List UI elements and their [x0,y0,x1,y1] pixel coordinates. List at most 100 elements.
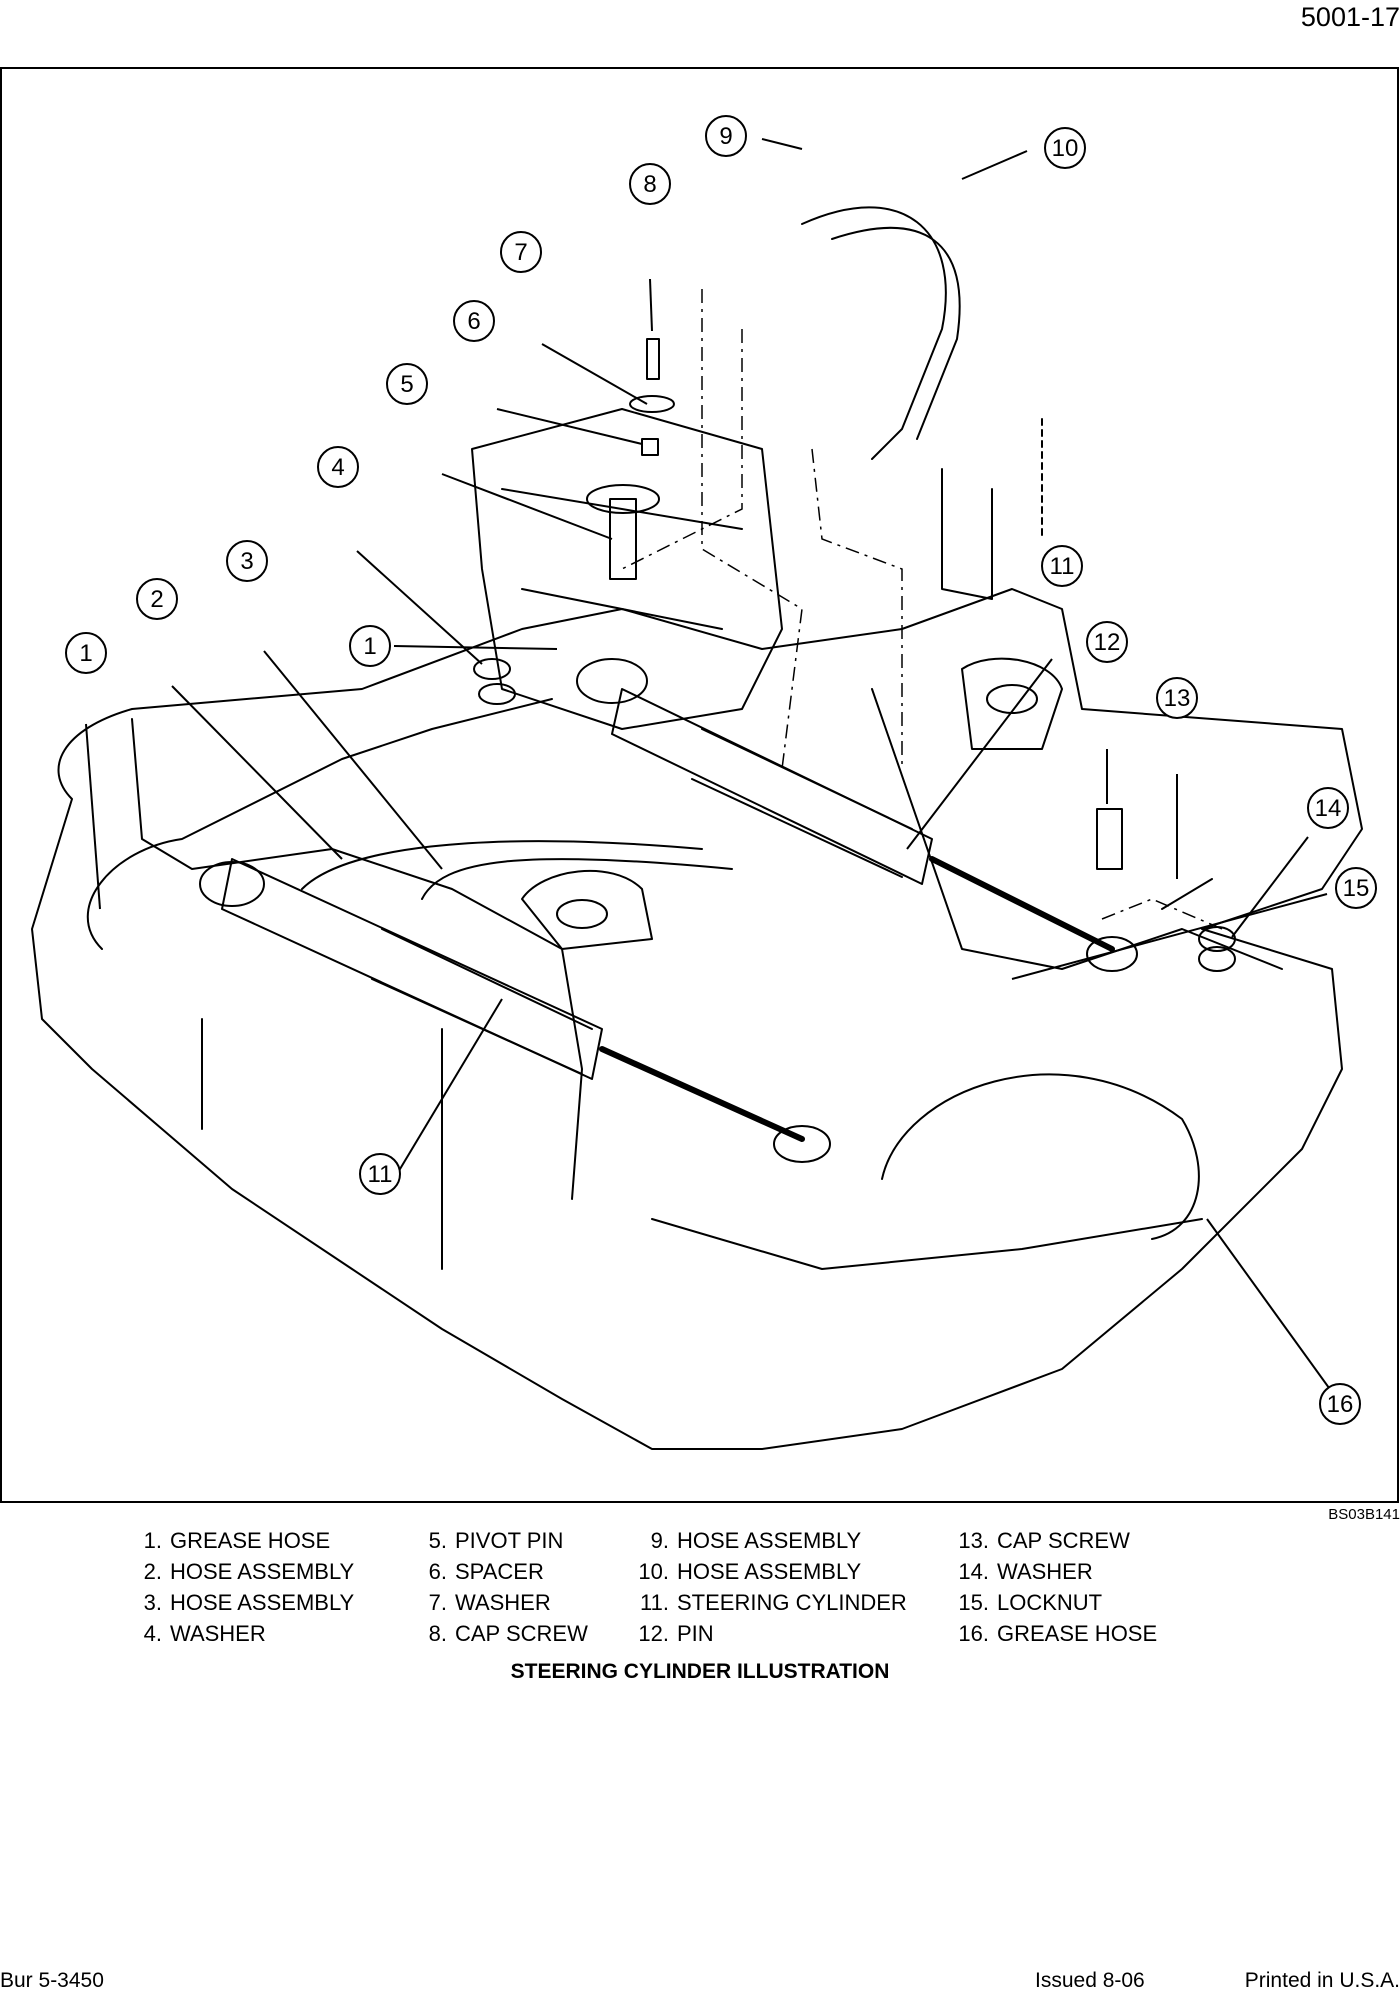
figure-frame: 1 2 3 4 5 6 7 8 9 10 11 12 13 14 15 16 1… [0,67,1399,1503]
legend-num: 10. [638,1559,669,1584]
legend-label: STEERING CYLINDER [677,1590,907,1615]
callout-7 [500,231,542,273]
callout-3-label: 3 [240,548,253,575]
legend-label: HOSE ASSEMBLY [170,1559,355,1584]
legend-label: HOSE ASSEMBLY [677,1528,862,1553]
frame-lower [201,1018,1203,1270]
grease-hose-right [881,1073,1200,1240]
legend-label: WASHER [170,1621,266,1646]
callout-15 [1335,867,1377,909]
grease-hose-left [86,698,553,950]
legend-item: 12. PIN [637,1621,714,1647]
legend-label: SPACER [455,1559,544,1584]
legend-item: 11. STEERING CYLINDER [637,1590,907,1616]
pin-12 [1096,808,1123,870]
callout-13-label: 13 [1164,685,1191,712]
callout-7-label: 7 [514,239,527,266]
legend-label: GREASE HOSE [170,1528,331,1553]
callout-16 [1319,1383,1361,1425]
bracket [941,468,993,600]
legend-num: 14. [958,1559,989,1584]
legend-item: 5. PIVOT PIN [415,1528,564,1554]
legend-item: 4. WASHER [130,1621,266,1647]
steering-cylinder-lower [199,858,831,1163]
steering-cylinder-illustration: 1 2 3 4 5 6 7 8 9 10 11 12 13 14 15 16 1… [31,115,1377,1450]
callout-11-lower [359,1153,401,1195]
legend-num: 5. [428,1528,447,1553]
callout-10-label: 10 [1052,135,1079,162]
legend-num: 3. [143,1590,162,1615]
callout-8-label: 8 [643,171,656,198]
callout-1-second-label: 1 [363,633,376,660]
callout-1-label: 1 [79,640,92,667]
legend-label: WASHER [997,1559,1093,1584]
callout-16-label: 16 [1327,1391,1354,1418]
legend-item: 15. LOCKNUT [957,1590,1102,1616]
legend-item: 7. WASHER [415,1590,551,1616]
cap-screw-13 [1161,878,1213,910]
callout-9 [705,115,747,157]
right-mount-pad [961,657,1063,750]
callout-4-label: 4 [331,454,344,481]
callout-2 [136,578,178,620]
legend-label: WASHER [455,1590,551,1615]
legend-item: 2.HOSE ASSEMBLY [130,1559,355,1585]
pivot-pin [609,498,637,580]
footer-issued: Issued 8-06 [1035,1969,1145,1992]
hose-assembly-3 [421,858,733,900]
legend-item: 3. HOSE ASSEMBLY [130,1590,355,1616]
legend-label: CAP SCREW [455,1621,588,1646]
legend-num: 6. [428,1559,447,1584]
callout-11-lower-label: 11 [368,1161,393,1188]
legend-item: 9. HOSE ASSEMBLY [637,1528,862,1554]
callout-12-label: 12 [1094,629,1121,656]
callout-13 [1156,677,1198,719]
hose-assembly-2 [301,840,703,890]
callout-11-upper-label: 11 [1050,553,1075,580]
callout-1 [65,632,107,674]
figure-title: STEERING CYLINDER ILLUSTRATION [510,1660,890,1683]
legend-num: 4. [143,1621,162,1646]
legend-num: 15. [958,1590,989,1615]
legend-item: 1. GREASE HOSE [130,1528,331,1554]
figure-id: BS03B141 [1328,1506,1400,1523]
callout-14-label: 14 [1315,795,1342,822]
legend-item: 13. CAP SCREW [957,1528,1130,1554]
legend-num: 12. [638,1621,669,1646]
callout-8 [629,163,671,205]
parts-legend: 1. GREASE HOSE 2.HOSE ASSEMBLY 3. HOSE ASS… [0,1528,1400,1658]
callout-2-label: 2 [150,586,163,613]
legend-num: 13. [958,1528,989,1553]
legend-item: 8. CAP SCREW [415,1621,588,1647]
footer-printed: Printed in U.S.A. [1244,1969,1400,1992]
callout-15-label: 15 [1343,875,1370,902]
legend-num: 1. [143,1528,162,1553]
footer-doc-number: Bur 5-3450 [0,1969,104,1992]
callout-6-label: 6 [467,308,480,335]
left-mount-pad [521,869,653,950]
legend-label: PIVOT PIN [455,1528,564,1553]
steering-cylinder-upper [576,658,1138,972]
legend-label: PIN [677,1621,714,1646]
callout-11-upper [1041,545,1083,587]
legend-num: 8. [428,1621,447,1646]
frame-outline [31,588,1363,1450]
legend-item: 10. HOSE ASSEMBLY [637,1559,861,1585]
legend-num: 7. [428,1590,447,1615]
legend-num: 9. [650,1528,669,1553]
frame-inner-left [131,718,583,1200]
legend-label: CAP SCREW [997,1528,1130,1553]
legend-item: 6. SPACER [415,1559,544,1585]
legend-label: HOSE ASSEMBLY [170,1590,355,1615]
callout-14 [1307,787,1349,829]
callout-1-second [349,625,391,667]
callout-12 [1086,621,1128,663]
callout-4 [317,446,359,488]
callout-5 [386,363,428,405]
callout-6 [453,300,495,342]
legend-label: HOSE ASSEMBLY [677,1559,862,1584]
hose-assembly-9-10 [801,206,947,460]
legend-label: LOCKNUT [997,1590,1103,1615]
page-number: 5001-17 [1300,2,1400,32]
legend-num: 11. [640,1590,669,1615]
